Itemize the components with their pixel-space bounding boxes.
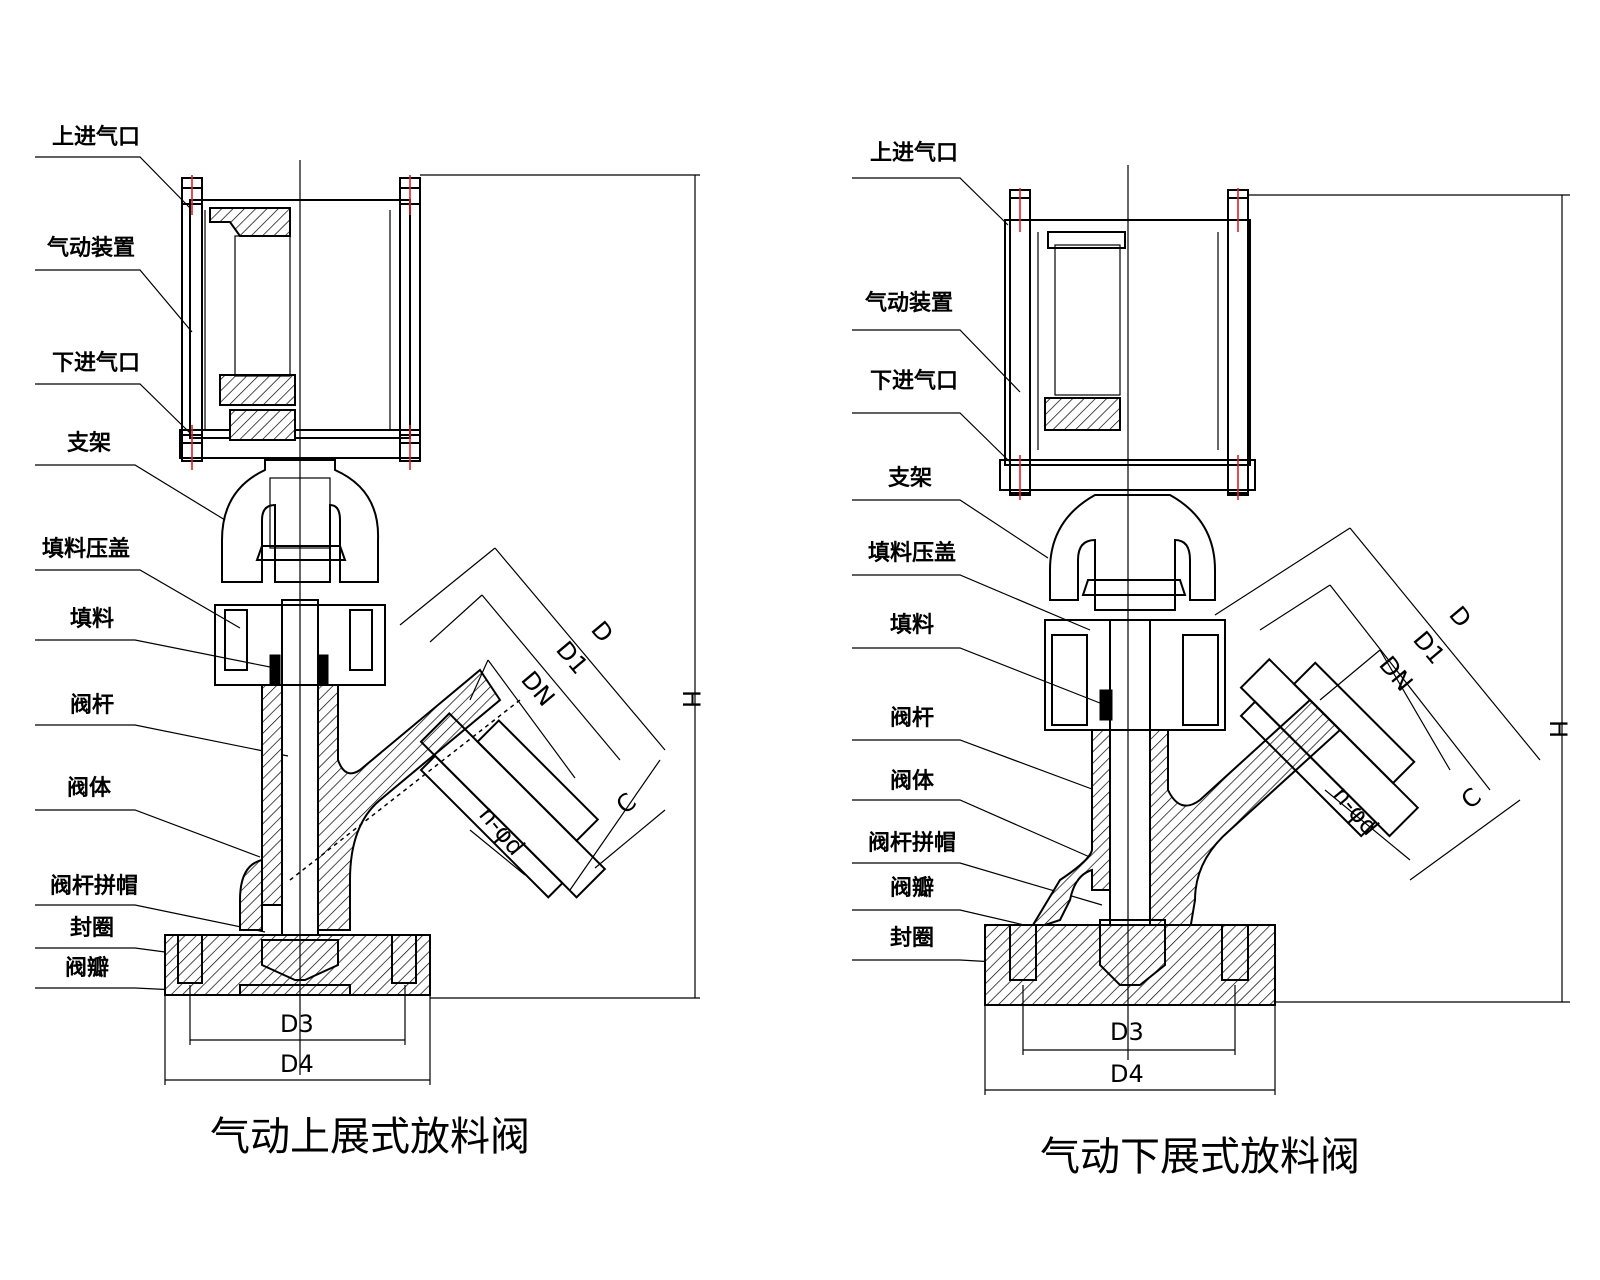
- left-valve-disc: [239, 984, 351, 996]
- right-valve-disc: [1099, 919, 1166, 986]
- right-valve-body: [1149, 698, 1342, 931]
- left-dim-D1: D1: [550, 636, 593, 680]
- right-callout-packing-gland: 填料压盖: [868, 540, 956, 566]
- right-caption: 气动下展式放料阀: [1040, 1134, 1360, 1180]
- right-dim-D: D: [1443, 601, 1476, 633]
- left-bracket: [221, 459, 380, 583]
- right-callout-valve-body: 阀体: [890, 769, 935, 794]
- right-dim-D3: D3: [1110, 1018, 1144, 1046]
- left-callout-stem-nut: 阀杆拼帽: [50, 873, 138, 899]
- right-callout-upper-air-inlet: 上进气口: [870, 140, 958, 166]
- left-callout-packing: 填料: [70, 607, 114, 632]
- right-callout-bracket: 支架: [888, 465, 932, 491]
- right-callout-packing: 填料: [890, 613, 934, 638]
- left-callout-bracket: 支架: [67, 430, 111, 456]
- left-dim-DN: DN: [515, 666, 560, 712]
- right-callout-valve-stem: 阀杆: [890, 706, 934, 731]
- left-callout-lower-air-inlet: 下进气口: [52, 350, 140, 376]
- right-dim-D4: D4: [1110, 1060, 1144, 1088]
- left-valve-drawing: 上进气口 气动装置 下进气口 支架 填料压盖 填料 阀杆 阀体 阀杆拼帽 封圈 …: [35, 124, 705, 1160]
- left-callout-seal-ring: 封圈: [70, 916, 114, 941]
- left-piston: [219, 374, 296, 406]
- left-dim-D3: D3: [280, 1010, 314, 1038]
- right-callout-stem-nut: 阀杆拼帽: [868, 830, 956, 856]
- right-packing-gland: [1044, 619, 1226, 731]
- right-callout-seal-ring: 封圈: [890, 926, 934, 951]
- right-dim-D1: D1: [1407, 626, 1450, 670]
- right-dim-C: C: [1456, 782, 1487, 814]
- left-dim-D: D: [585, 616, 618, 648]
- right-valve-stem: [1109, 619, 1151, 961]
- left-dim-D4: D4: [280, 1050, 314, 1078]
- left-callout-valve-body: 阀体: [67, 776, 112, 801]
- left-valve-body: [317, 668, 502, 931]
- right-bottom-flange: [984, 924, 1276, 1006]
- right-callout-lower-air-inlet: 下进气口: [870, 368, 958, 394]
- right-piston: [1044, 397, 1121, 431]
- right-dim-H: H: [1544, 720, 1572, 738]
- left-caption: 气动上展式放料阀: [210, 1114, 530, 1160]
- right-bracket: [1049, 494, 1216, 611]
- right-valve-drawing: 上进气口 气动装置 下进气口 支架 填料压盖 填料 阀杆 阀体 阀杆拼帽 阀瓣 …: [852, 140, 1572, 1180]
- right-callout-pneumatic-actuator: 气动装置: [864, 290, 953, 316]
- right-callout-valve-disc: 阀瓣: [890, 876, 934, 901]
- left-callout-packing-gland: 填料压盖: [42, 536, 130, 562]
- left-callout-upper-air-inlet: 上进气口: [52, 124, 140, 150]
- left-dim-H: H: [677, 690, 705, 708]
- left-callout-valve-disc: 阀瓣: [65, 956, 109, 981]
- left-callout-valve-stem: 阀杆: [70, 693, 114, 718]
- left-callout-pneumatic-actuator: 气动装置: [46, 235, 135, 261]
